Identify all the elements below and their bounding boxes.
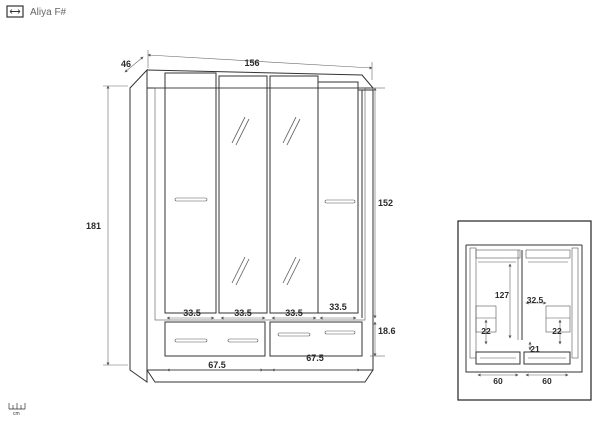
- drawer-left: [164, 321, 266, 357]
- plinth: [146, 369, 374, 383]
- door-height-label: 152: [378, 198, 393, 208]
- ruler-scale-icon: [8, 403, 26, 410]
- door-handle: [324, 199, 356, 204]
- inset-drawer-width-label: 60: [542, 376, 552, 386]
- drawer-handle: [277, 332, 311, 337]
- shelf-height-label: 22: [481, 326, 491, 336]
- drawer-handle: [227, 338, 259, 343]
- drawer-handle: [324, 330, 356, 335]
- inset-drawer-width-label: 60: [493, 376, 503, 386]
- door-handle: [174, 197, 208, 202]
- hanging-height-label: 127: [495, 290, 509, 300]
- depth-label: 46: [121, 59, 131, 69]
- front-dimensions: [103, 50, 385, 372]
- door-2: [218, 75, 268, 314]
- height-label: 181: [86, 221, 101, 231]
- inset-view: [457, 220, 592, 401]
- drawer-width-label: 67.5: [208, 360, 226, 370]
- front-frame: [146, 87, 374, 371]
- top-edge: [146, 69, 374, 89]
- door-width-label: 33.5: [285, 308, 303, 318]
- inset-dimensions: [477, 263, 569, 377]
- width-label: 156: [244, 58, 259, 68]
- door-width-label: 33.5: [183, 308, 201, 318]
- unit-label: cm: [13, 411, 20, 417]
- mirror-glints: [231, 116, 301, 286]
- drawer-width-label: 67.5: [306, 353, 324, 363]
- inset-drawer-left: [475, 351, 521, 365]
- drawer-height-label: 18.6: [378, 326, 396, 336]
- shelf-width-label: 32.5: [527, 295, 544, 305]
- inset-frame: [457, 220, 592, 401]
- door-4: [317, 81, 359, 314]
- ruler-icon: [6, 5, 24, 18]
- drawer-right: [269, 321, 363, 357]
- page-title: Aliya F#: [30, 7, 67, 18]
- shelf-height-label: 22: [552, 326, 562, 336]
- drawer-handle: [174, 338, 208, 343]
- door-3: [269, 75, 319, 314]
- side-panel: [129, 68, 148, 383]
- drawer-inner-height-label: 21: [530, 344, 540, 354]
- inset-drawer-right: [523, 351, 571, 365]
- front-view: [129, 68, 374, 383]
- door-1: [164, 72, 217, 314]
- door-width-label: 33.5: [329, 302, 347, 312]
- door-width-label: 33.5: [234, 308, 252, 318]
